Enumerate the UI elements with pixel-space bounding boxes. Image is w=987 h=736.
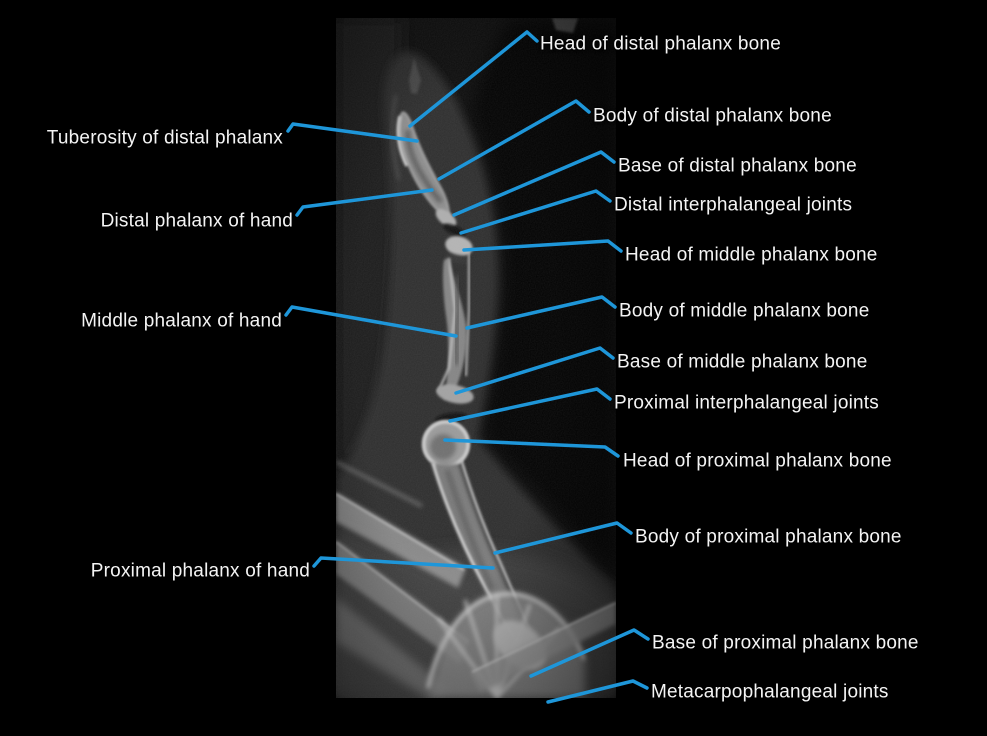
- xray-image: [336, 18, 616, 698]
